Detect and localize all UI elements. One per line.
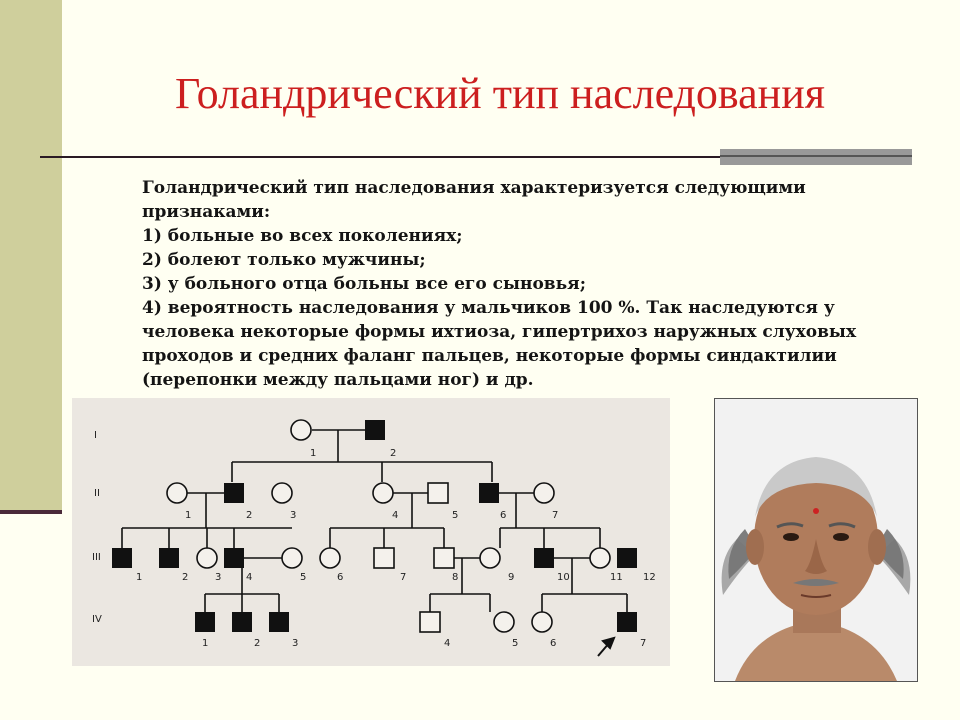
intro-paragraph: Голандрический тип наследования характер… — [142, 178, 806, 222]
svg-text:7: 7 — [400, 572, 406, 583]
svg-text:3: 3 — [215, 572, 221, 583]
svg-text:6: 6 — [550, 638, 556, 649]
pedigree-svg: I II III IV 1 2 1 2 3 4 5 6 7 1 2 3 4 5 … — [92, 419, 656, 657]
gen-label-1: I — [94, 430, 97, 441]
left-decor-edge — [0, 510, 62, 514]
svg-text:6: 6 — [337, 572, 343, 583]
slide-body: Голандрический тип наследования характер… — [142, 176, 902, 392]
list-item-3: 3) у больного отца больны все его сыновь… — [142, 274, 586, 294]
svg-text:9: 9 — [508, 572, 514, 583]
svg-text:2: 2 — [246, 510, 252, 521]
svg-text:1: 1 — [202, 638, 208, 649]
svg-text:4: 4 — [392, 510, 398, 521]
left-decor-band — [0, 0, 62, 510]
pedigree-diagram: I II III IV 1 2 1 2 3 4 5 6 7 1 2 3 4 5 … — [72, 398, 670, 666]
slide-title: Голандрический тип наследования — [175, 69, 825, 118]
title-divider — [40, 156, 730, 158]
proband-arrow-icon — [597, 636, 616, 657]
list-item-4: 4) вероятность наследования у мальчиков … — [142, 298, 857, 390]
svg-text:12: 12 — [643, 572, 656, 583]
list-item-1: 1) больные во всех поколениях; — [142, 226, 463, 246]
svg-text:3: 3 — [290, 510, 296, 521]
svg-text:7: 7 — [552, 510, 558, 521]
svg-text:1: 1 — [310, 448, 316, 459]
portrait-man-icon — [715, 399, 917, 681]
divider-accent-bar — [720, 149, 912, 165]
svg-text:3: 3 — [292, 638, 298, 649]
portrait-photo — [714, 398, 918, 682]
svg-text:5: 5 — [300, 572, 306, 583]
gen1-female-1 — [290, 419, 312, 441]
svg-text:4: 4 — [246, 572, 252, 583]
list-item-2: 2) болеют только мужчины; — [142, 250, 426, 270]
gen1-male-2 — [365, 420, 385, 440]
svg-text:10: 10 — [557, 572, 570, 583]
svg-text:2: 2 — [182, 572, 188, 583]
svg-text:1: 1 — [136, 572, 142, 583]
svg-text:4: 4 — [444, 638, 450, 649]
svg-text:5: 5 — [512, 638, 518, 649]
svg-text:2: 2 — [254, 638, 260, 649]
gen-label-3: III — [92, 552, 101, 563]
svg-text:8: 8 — [452, 572, 458, 583]
svg-text:7: 7 — [640, 638, 646, 649]
svg-text:1: 1 — [185, 510, 191, 521]
gen-label-4: IV — [92, 614, 102, 625]
gen-label-2: II — [94, 488, 100, 499]
svg-text:2: 2 — [390, 448, 396, 459]
svg-text:5: 5 — [452, 510, 458, 521]
svg-text:6: 6 — [500, 510, 506, 521]
svg-text:11: 11 — [610, 572, 623, 583]
